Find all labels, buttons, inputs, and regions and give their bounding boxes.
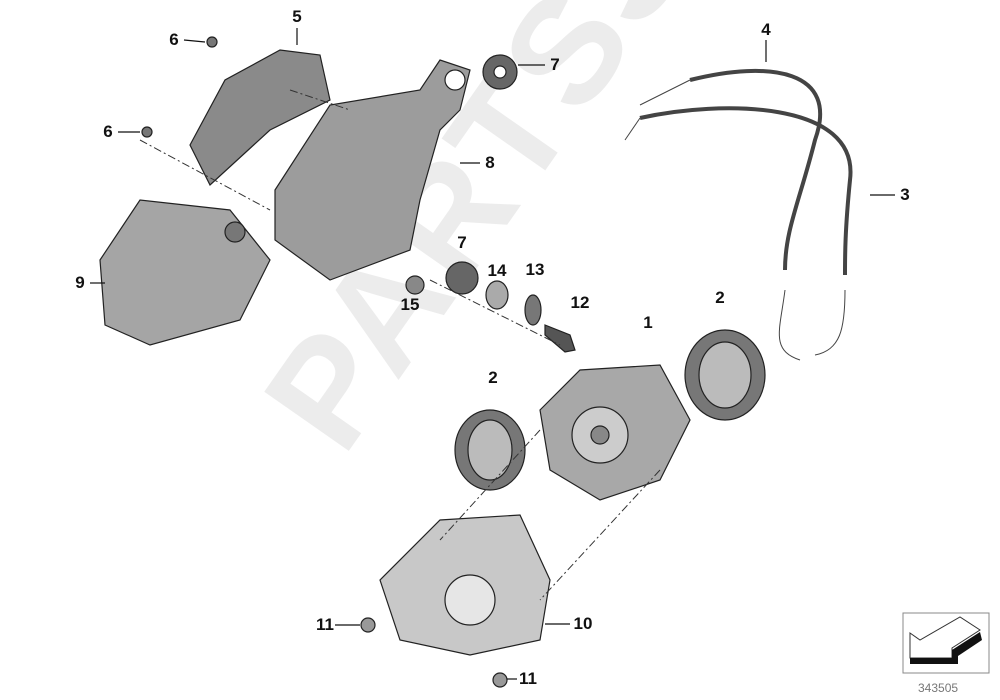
callout-12[interactable]: 12 bbox=[570, 293, 590, 312]
callout-4[interactable]: 4 bbox=[761, 20, 771, 39]
part-cable-3 bbox=[639, 106, 853, 276]
part-screw-6a bbox=[206, 36, 218, 48]
callout-7[interactable]: 7 bbox=[550, 55, 560, 74]
part-clip-14 bbox=[485, 280, 509, 310]
part-cover-5 bbox=[189, 49, 331, 186]
callout-5[interactable]: 5 bbox=[292, 7, 302, 26]
orientation-arrow-icon bbox=[902, 612, 990, 674]
callout-7[interactable]: 7 bbox=[457, 233, 467, 252]
callout-1[interactable]: 1 bbox=[643, 313, 653, 332]
part-screw-6b bbox=[141, 126, 153, 138]
callout-3[interactable]: 3 bbox=[900, 185, 910, 204]
callout-9[interactable]: 9 bbox=[75, 273, 85, 292]
callout-11[interactable]: 11 bbox=[316, 615, 334, 634]
part-bolt-12 bbox=[544, 324, 576, 353]
part-grommet-7b bbox=[445, 261, 479, 295]
part-cap-11a bbox=[360, 617, 376, 633]
callout-2[interactable]: 2 bbox=[715, 288, 725, 307]
callout-11[interactable]: 11 bbox=[519, 669, 537, 688]
part-housing-9 bbox=[99, 199, 271, 346]
part-bracket-8 bbox=[274, 59, 471, 281]
part-cable-4 bbox=[689, 68, 823, 271]
part-washer-13 bbox=[524, 294, 542, 326]
reference-number: 343505 bbox=[918, 681, 959, 695]
callout-15[interactable]: 15 bbox=[400, 295, 420, 314]
part-washer-15 bbox=[405, 275, 425, 295]
callout-10[interactable]: 10 bbox=[573, 614, 593, 633]
callout-6[interactable]: 6 bbox=[103, 122, 113, 141]
callout-8[interactable]: 8 bbox=[485, 153, 495, 172]
callout-14[interactable]: 14 bbox=[487, 261, 507, 280]
callout-6[interactable]: 6 bbox=[169, 30, 179, 49]
part-cap-11b bbox=[492, 672, 508, 688]
callout-2[interactable]: 2 bbox=[488, 368, 498, 387]
callout-13[interactable]: 13 bbox=[525, 260, 545, 279]
